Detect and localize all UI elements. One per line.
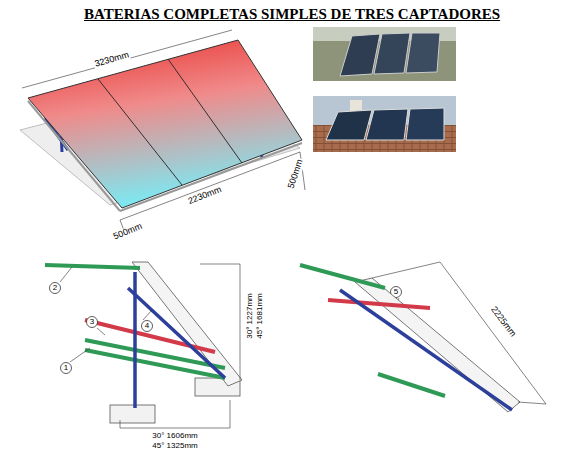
dimension-label: 3230mm: [93, 50, 131, 70]
dimension-label: 45° 1325mm: [151, 442, 198, 451]
photo-ground: [313, 27, 456, 81]
dimension-label: 30° 1227mm: [246, 292, 255, 339]
dimension-label: 30° 1606mm: [151, 432, 198, 441]
callout-number: 3: [90, 318, 94, 327]
title: BATERIAS COMPLETAS SIMPLES DE TRES CAPTA…: [84, 6, 500, 23]
collector-array: [28, 40, 302, 208]
callout-number: 2: [53, 284, 57, 293]
bottom-rails: [28, 101, 302, 211]
callout-number: 1: [64, 364, 68, 373]
dimension-lines: [22, 30, 305, 236]
frame-left: [45, 262, 242, 423]
dimension-label: 45° 1681mm: [256, 292, 265, 339]
callout-number: 4: [145, 322, 149, 331]
dimension-label: 2225mm: [488, 304, 518, 340]
frame-right: [300, 265, 520, 412]
leader-lines: [60, 264, 399, 428]
dimension-lines: [372, 262, 546, 404]
collector-divisions: [98, 59, 242, 185]
callout-number: 5: [394, 288, 398, 297]
dimension-label: 500mm: [111, 221, 144, 242]
photo-roof: [313, 96, 456, 152]
